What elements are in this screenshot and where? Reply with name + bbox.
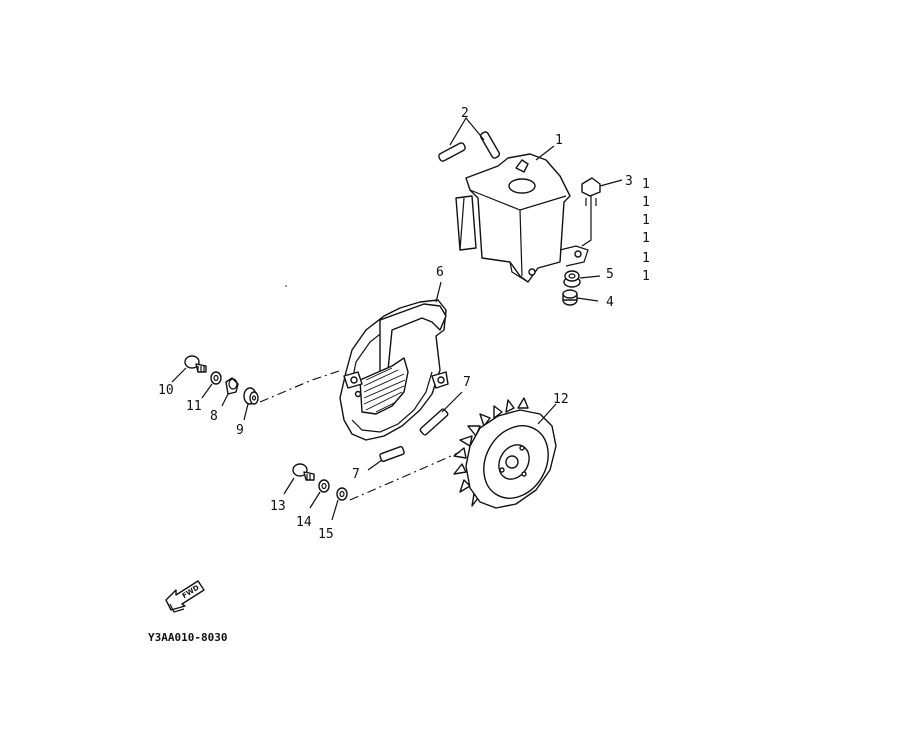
part-3-bolt (581, 177, 623, 247)
edge-mark: 1 (642, 195, 650, 210)
edge-mark: 1 (642, 213, 650, 228)
part-14-washer (309, 479, 330, 509)
callout-11: 11 (186, 399, 202, 414)
part-9-grommet (243, 387, 259, 421)
assembly-line-upper (259, 369, 343, 403)
flywheel-fins (453, 397, 529, 507)
callout-12: 12 (553, 392, 569, 407)
assembly-line-lower (349, 451, 461, 501)
edge-mark: 1 (642, 251, 650, 266)
reference-code: Y3AA010-8030 (148, 631, 227, 644)
part-4-collar (562, 289, 599, 306)
part-15-nut (331, 487, 348, 521)
edge-mark: 1 (642, 177, 650, 192)
edge-mark: 1 (642, 231, 650, 246)
callouts: 2 1 3 5 4 6 7 7 12 10 11 8 9 13 14 15 (158, 106, 633, 542)
part-13-bolt (283, 463, 315, 495)
part-8-collar (221, 377, 239, 407)
edge-marks: 1 1 1 1 1 1 (642, 177, 650, 284)
callout-2: 2 (461, 106, 469, 121)
callout-9: 9 (236, 423, 244, 438)
part-1-air-shroud (455, 153, 589, 283)
callout-14: 14 (296, 515, 312, 530)
part-10-bolt (171, 355, 207, 383)
callout-6: 6 (436, 265, 444, 280)
callout-10: 10 (158, 383, 174, 398)
part-2-pins (438, 116, 501, 162)
callout-5: 5 (606, 267, 614, 282)
callout-7: 7 (352, 467, 360, 482)
callout-15: 15 (318, 527, 334, 542)
stray-dot (285, 285, 287, 287)
part-6-fan-housing (339, 281, 449, 441)
part-12-flywheel (453, 397, 557, 509)
callout-13: 13 (270, 499, 286, 514)
callout-7: 7 (463, 375, 471, 390)
grille-hatching (363, 367, 406, 413)
part-5-grommet (563, 270, 601, 288)
part-11-washer (201, 371, 222, 399)
part-7-pins (367, 391, 463, 471)
edge-mark: 1 (642, 269, 650, 284)
callout-8: 8 (210, 409, 218, 424)
callout-3: 3 (625, 174, 633, 189)
forward-arrow-icon: FWD (165, 580, 205, 613)
callout-4: 4 (606, 295, 614, 310)
callout-1: 1 (555, 133, 563, 148)
